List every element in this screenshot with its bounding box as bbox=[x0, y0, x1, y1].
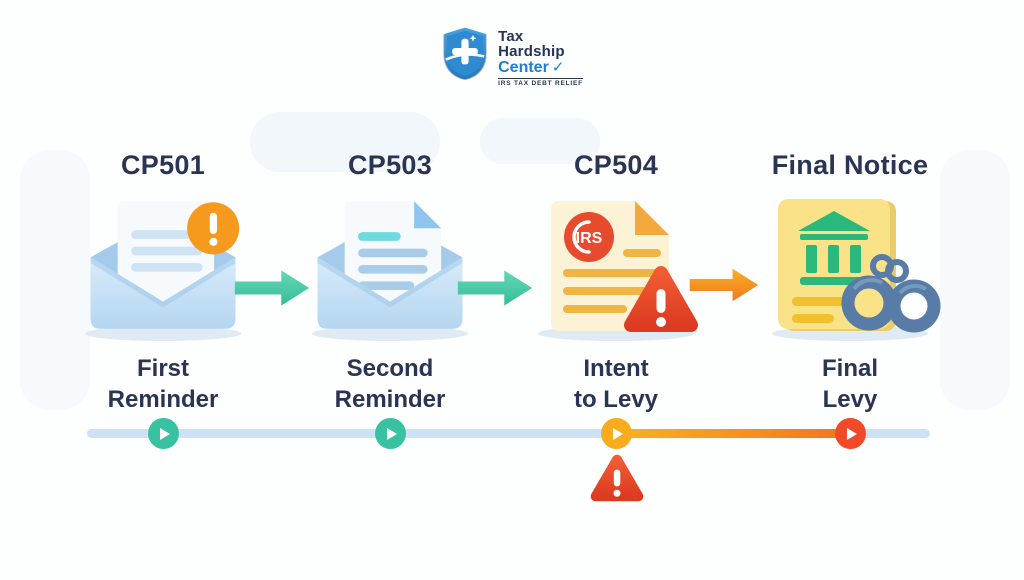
background-decoration bbox=[250, 112, 440, 172]
stage-label-line1: Intent bbox=[583, 355, 649, 382]
envelope-open-icon bbox=[317, 201, 463, 329]
timeline-track bbox=[87, 429, 930, 438]
timeline-dot-final-play-icon bbox=[835, 418, 866, 449]
stage-label-line1: Second bbox=[346, 355, 434, 382]
timeline-danger-segment bbox=[616, 429, 855, 438]
checkmark-icon: ✓ bbox=[551, 59, 565, 77]
brand-name-line1: Tax bbox=[498, 28, 524, 45]
stage-cp504: CP504 IRS bbox=[504, 150, 728, 415]
background-decoration bbox=[940, 150, 1010, 410]
timeline-dot-cp501-play-icon bbox=[148, 418, 179, 449]
timeline-dot-cp504-play-icon bbox=[601, 418, 632, 449]
stage-label-line2: Reminder bbox=[334, 386, 446, 413]
bank-levy-handcuffs-icon bbox=[778, 199, 941, 333]
brand-logo: Tax Hardship Center ✓ IRS TAX DEBT RELIE… bbox=[0, 26, 1024, 88]
brand-name-line2: Hardship bbox=[498, 43, 565, 61]
shield-logo-icon bbox=[443, 27, 487, 80]
stage-code: CP503 bbox=[347, 150, 433, 180]
irs-document-warning-icon: IRS bbox=[551, 201, 698, 332]
stage-cp501: CP501 First bbox=[51, 150, 275, 415]
envelope-alert-icon bbox=[90, 201, 240, 329]
stage-label: Final Levy bbox=[738, 353, 962, 415]
stage-label-line2: Reminder bbox=[107, 386, 219, 413]
stage-label: Intent to Levy bbox=[504, 353, 728, 415]
background-decoration bbox=[480, 118, 600, 164]
stage-label-line2: to Levy bbox=[573, 386, 659, 413]
arrow-right-icon bbox=[457, 270, 533, 306]
brand-tagline: IRS TAX DEBT RELIEF bbox=[498, 77, 583, 87]
brand-name-line3: Center bbox=[498, 58, 549, 76]
stage-label-line1: Final bbox=[821, 355, 878, 382]
stage-label-line1: First bbox=[136, 355, 189, 382]
timeline-dot-cp503-play-icon bbox=[375, 418, 406, 449]
background-decoration bbox=[20, 150, 90, 410]
arrow-right-icon bbox=[689, 268, 759, 302]
arrow-right-icon bbox=[234, 270, 310, 306]
stage-cp503: CP503 Second Remin bbox=[278, 150, 502, 415]
stage-code: CP504 bbox=[573, 150, 659, 180]
stage-label-line2: Levy bbox=[822, 386, 878, 413]
stage-final-notice: Final Notice bbox=[738, 150, 962, 415]
svg-text:IRS: IRS bbox=[576, 230, 603, 247]
stage-label: Second Reminder bbox=[278, 353, 502, 415]
stage-code: Final Notice bbox=[771, 150, 929, 180]
stage-code: CP501 bbox=[120, 150, 206, 180]
warning-triangle-icon bbox=[590, 454, 644, 502]
stage-label: First Reminder bbox=[51, 353, 275, 415]
